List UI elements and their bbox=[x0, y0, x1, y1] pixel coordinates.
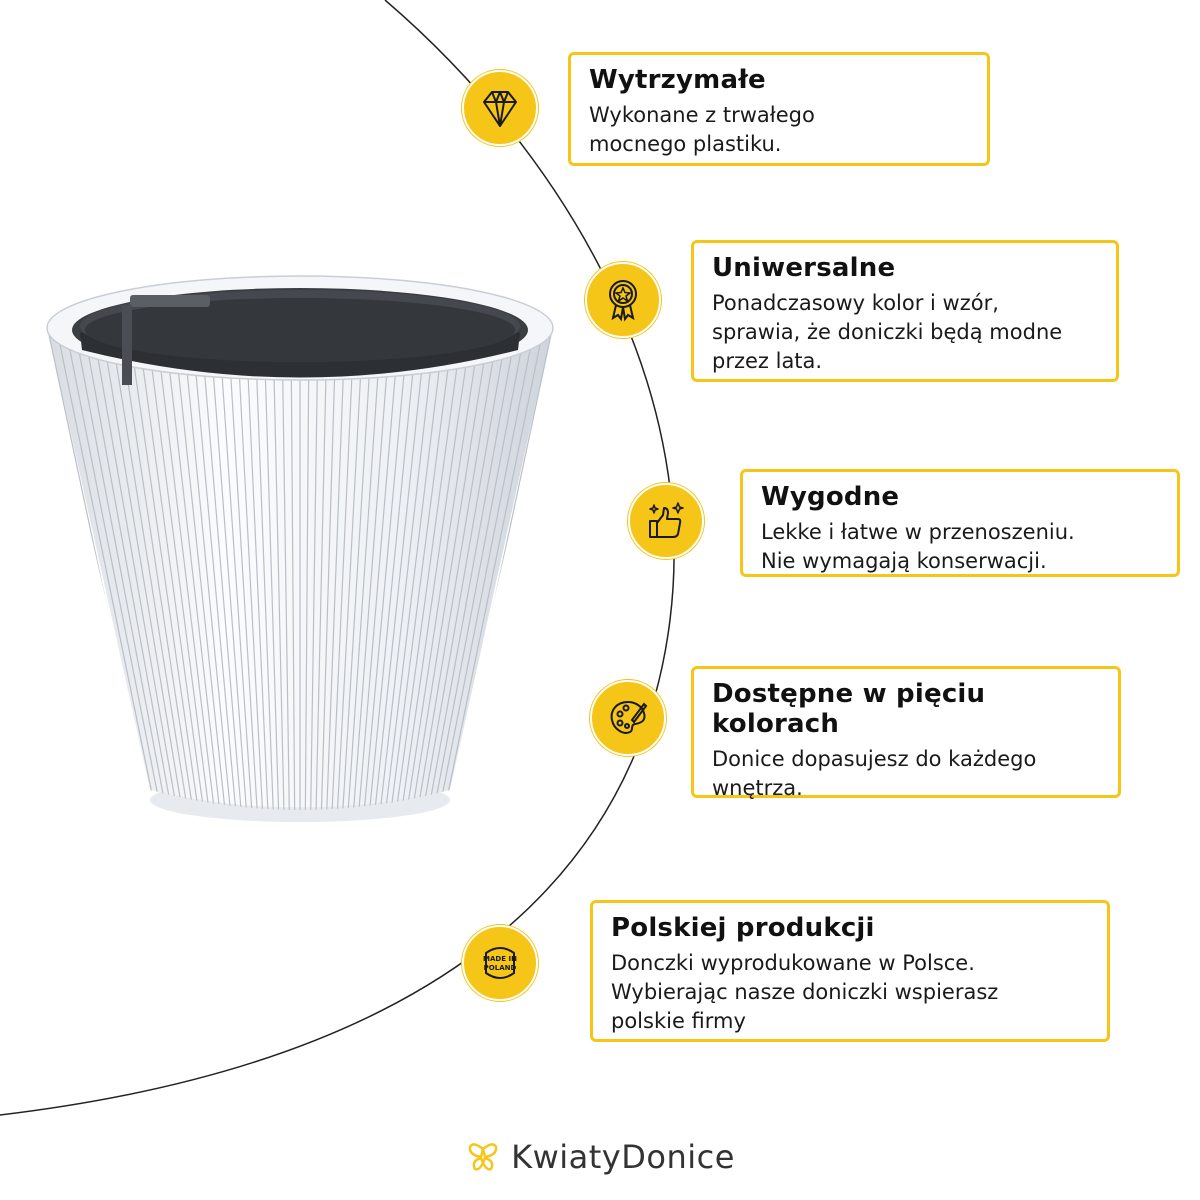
brand-footer: KwiatyDonice bbox=[0, 1138, 1200, 1176]
diamond-icon bbox=[462, 70, 538, 146]
feature-card-convenient: Wygodne Lekke i łatwe w przenoszeniu. Nie… bbox=[740, 469, 1180, 577]
feature-title: Wytrzymałe bbox=[589, 65, 766, 95]
made-in-poland-stamp-icon: MADE IN POLAND bbox=[462, 925, 538, 1001]
feature-card-polish: Polskiej produkcji Donczki wyprodukowane… bbox=[590, 900, 1110, 1042]
feature-line: Nie wymagają konserwacji. bbox=[761, 549, 1047, 573]
feature-line: przez lata. bbox=[712, 349, 823, 373]
feature-line: Ponadczasowy kolor i wzór, bbox=[712, 291, 999, 315]
feature-line: mocnego plastiku. bbox=[589, 132, 782, 156]
flower-pot-image bbox=[46, 275, 554, 822]
feature-line: Donczki wyprodukowane w Polsce. bbox=[611, 951, 975, 975]
feature-card-universal: Uniwersalne Ponadczasowy kolor i wzór, sp… bbox=[691, 240, 1119, 382]
feature-line: sprawia, że doniczki będą modne bbox=[712, 320, 1063, 344]
thumbs-up-sparkle-icon bbox=[628, 483, 704, 559]
feature-title: Dostępne w pięciu kolorach bbox=[712, 679, 986, 739]
stamp-line-2: POLAND bbox=[484, 964, 517, 972]
color-palette-icon bbox=[590, 680, 666, 756]
brand-name: KwiatyDonice bbox=[511, 1138, 735, 1176]
feature-title: Uniwersalne bbox=[712, 253, 896, 283]
feature-line: Wybierając nasze doniczki wspierasz bbox=[611, 980, 999, 1004]
feature-line: Donice dopasujesz do każdego bbox=[712, 747, 1037, 771]
award-medal-icon bbox=[585, 262, 661, 338]
feature-line: Wykonane z trwałego bbox=[589, 103, 815, 127]
feature-card-durable: Wytrzymałe Wykonane z trwałego mocnego pl… bbox=[568, 52, 990, 166]
feature-line: Lekke i łatwe w przenoszeniu. bbox=[761, 520, 1075, 544]
feature-card-colors: Dostępne w pięciu kolorach Donice dopasu… bbox=[691, 666, 1121, 800]
feature-title: Polskiej produkcji bbox=[611, 913, 875, 943]
feature-line: wnętrza. bbox=[712, 776, 803, 800]
feature-title: Wygodne bbox=[761, 482, 900, 512]
stamp-line-1: MADE IN bbox=[483, 955, 517, 963]
butterfly-logo-icon bbox=[468, 1143, 498, 1171]
feature-line: polskie firmy bbox=[611, 1009, 746, 1033]
